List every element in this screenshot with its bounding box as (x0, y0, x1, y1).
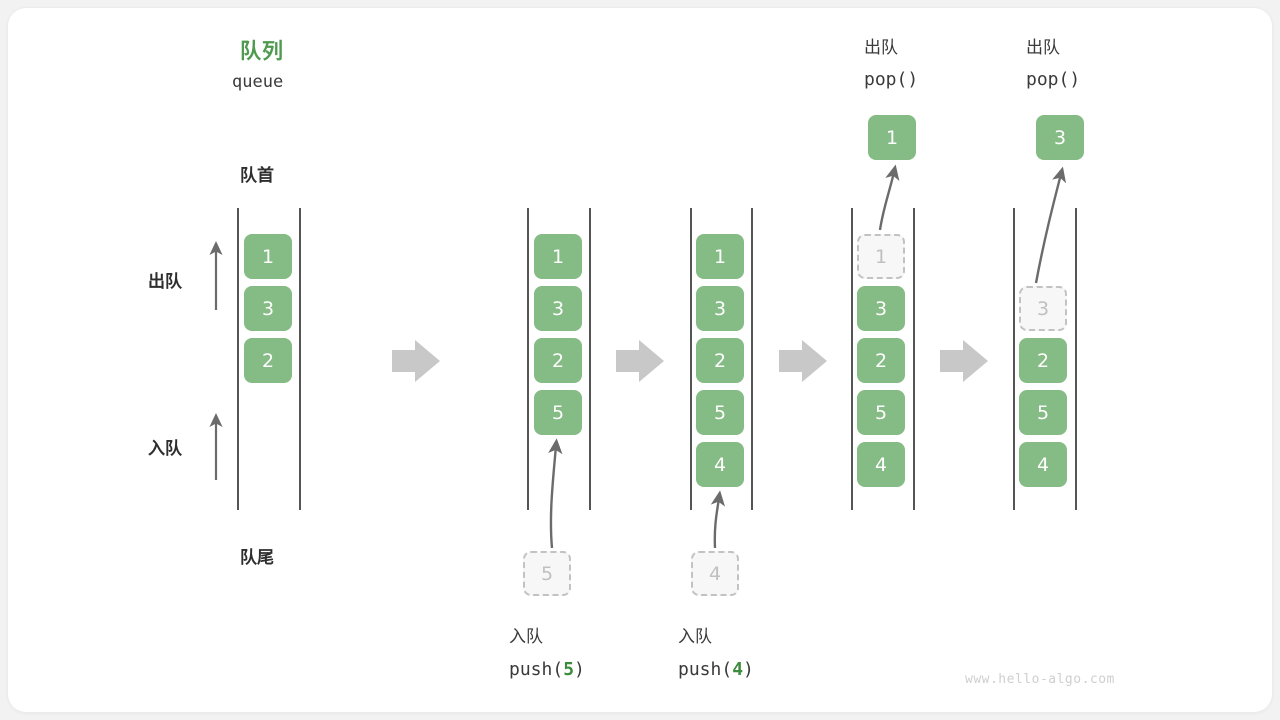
queue-rail-left-2 (527, 208, 529, 510)
queue-rail-right-2 (589, 208, 591, 510)
queue-element: 1 (534, 234, 582, 279)
operation-label-cn: 出队 (864, 38, 898, 58)
watermark: www.hello-algo.com (965, 672, 1115, 687)
dequeue-side-label: 出队 (148, 272, 182, 292)
removed-element: 3 (1019, 286, 1067, 331)
operation-arg: 5 (563, 659, 575, 680)
queue-element: 2 (1019, 338, 1067, 383)
diagram-title-cn: 队列 (240, 39, 284, 63)
queue-element: 3 (696, 286, 744, 331)
operation-label-cn: 入队 (678, 627, 712, 647)
operation-label-cn: 入队 (509, 627, 543, 647)
pending-element: 4 (691, 551, 739, 596)
queue-element: 3 (534, 286, 582, 331)
diagram-title-en: queue (232, 72, 284, 92)
queue-element: 5 (1019, 390, 1067, 435)
diagram-card (8, 8, 1272, 712)
operation-code: pop() (1026, 69, 1081, 90)
queue-rail-left-3 (690, 208, 692, 510)
queue-element: 2 (857, 338, 905, 383)
queue-rail-right-4 (913, 208, 915, 510)
removed-element: 1 (857, 234, 905, 279)
queue-element: 3 (857, 286, 905, 331)
popped-element: 1 (868, 115, 916, 160)
queue-element: 2 (244, 338, 292, 383)
enqueue-side-label: 入队 (148, 439, 182, 459)
queue-element: 2 (534, 338, 582, 383)
operation-code: pop() (864, 69, 919, 90)
queue-rail-right-1 (299, 208, 301, 510)
queue-element: 1 (696, 234, 744, 279)
queue-rail-left-5 (1013, 208, 1015, 510)
queue-element: 2 (696, 338, 744, 383)
queue-rail-left-4 (851, 208, 853, 510)
queue-element: 5 (857, 390, 905, 435)
operation-code: push(4) (678, 659, 754, 680)
front-label: 队首 (240, 166, 274, 186)
pending-element: 5 (523, 551, 571, 596)
queue-rail-left-1 (237, 208, 239, 510)
popped-element: 3 (1036, 115, 1084, 160)
operation-label-cn: 出队 (1026, 38, 1060, 58)
queue-rail-right-3 (751, 208, 753, 510)
rear-label: 队尾 (240, 548, 274, 568)
queue-element: 3 (244, 286, 292, 331)
operation-code: push(5) (509, 659, 585, 680)
operation-arg: 4 (732, 659, 744, 680)
queue-element-new: 4 (696, 442, 744, 487)
queue-element-new: 5 (534, 390, 582, 435)
queue-element: 4 (857, 442, 905, 487)
queue-element: 5 (696, 390, 744, 435)
queue-rail-right-5 (1075, 208, 1077, 510)
queue-element: 1 (244, 234, 292, 279)
queue-element: 4 (1019, 442, 1067, 487)
